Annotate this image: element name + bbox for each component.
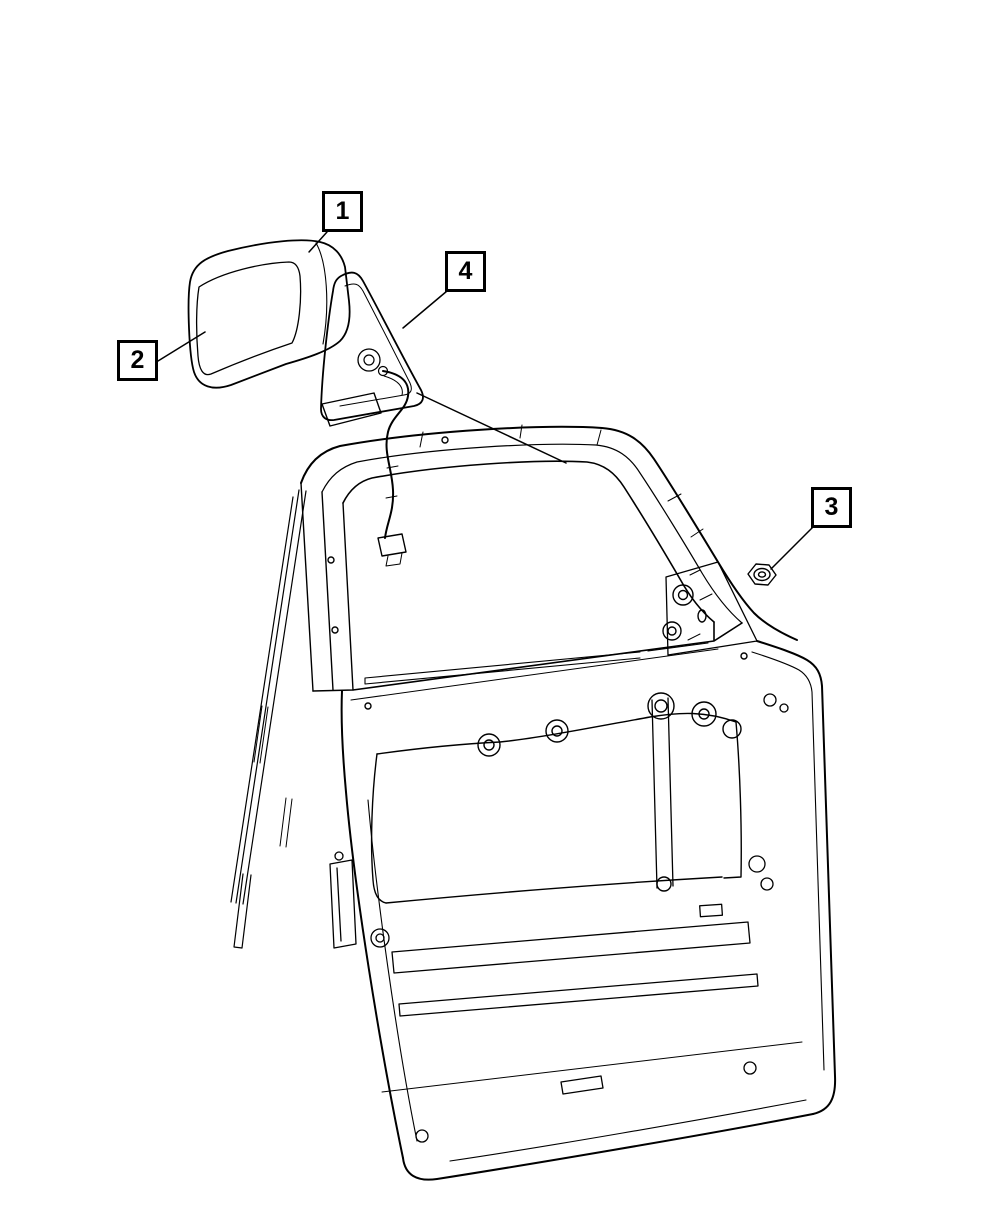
callout-label-4: 4 <box>458 257 473 285</box>
door-right-edge <box>756 640 837 1115</box>
callout-box-4[interactable]: 4 <box>445 251 486 292</box>
mirror-base-plate <box>321 392 382 427</box>
carrier-top-edge <box>376 712 737 755</box>
callout-label-1: 1 <box>335 197 350 225</box>
bottom-hole-left <box>415 1129 429 1143</box>
wiring-clip-plate <box>699 903 724 918</box>
carrier-grommet-1 <box>477 733 501 757</box>
mirror-glass <box>195 261 302 376</box>
bottom-hole-right <box>743 1061 757 1075</box>
door-bottom-inner-line <box>449 1099 807 1162</box>
carrier-grommet-1-center <box>483 739 495 751</box>
regulator-pulley-center <box>654 699 668 713</box>
carrier-grommet-2-center <box>551 725 563 737</box>
regulator-motor-gear <box>722 719 742 739</box>
hinge-grommet-lower <box>662 621 682 641</box>
latch-hole-1 <box>748 855 766 873</box>
frame-rivet-1 <box>441 436 449 444</box>
access-plate <box>560 1075 604 1095</box>
mirror-pivot-center <box>363 354 375 366</box>
lock-rod-clip <box>779 703 789 713</box>
leader-callout-2 <box>157 331 206 362</box>
mirror-assembly <box>187 239 424 567</box>
hinge-grommet-upper <box>672 584 694 606</box>
mirror-housing <box>187 239 351 389</box>
impact-beam-upper <box>391 921 751 974</box>
belt-line-inner <box>350 648 719 701</box>
mirror-sail-bracket <box>320 271 424 422</box>
door-frame <box>230 424 837 1181</box>
carrier-right-edge <box>723 721 742 879</box>
callout-label-2: 2 <box>130 346 145 374</box>
drain-hole-left <box>370 928 390 948</box>
carrier-bottom-edge <box>385 876 723 904</box>
regulator-lower-roller <box>656 876 672 892</box>
hinge-grommet-upper-center <box>677 589 689 601</box>
nut-flange <box>753 567 771 582</box>
hinge-grommet-lower-center <box>667 626 677 636</box>
belt-molding-strip <box>364 642 709 685</box>
carrier-left-edge <box>370 753 387 904</box>
leader-callout-3 <box>770 526 814 570</box>
frame-left-edges <box>300 482 354 692</box>
mirror-wire-harness <box>382 370 410 539</box>
pillar-strip-tail <box>233 873 252 949</box>
frame-rivet-2 <box>327 556 335 564</box>
impact-beam-lower <box>398 973 759 1017</box>
frame-rivet-3 <box>331 626 339 634</box>
mirror-pivot <box>357 348 381 372</box>
frame-tick-marks <box>419 424 704 538</box>
mirror-housing-cap-line <box>315 242 328 345</box>
harness-connector-tail <box>385 552 403 567</box>
inner-panel-carrier <box>370 692 742 904</box>
leader-harness-pointer <box>416 392 567 464</box>
door-hardware <box>329 693 803 1143</box>
door-front-edge-inner <box>367 799 418 1142</box>
hinge-hatch-lines <box>687 569 713 641</box>
mirror-mounting-nut <box>747 563 777 586</box>
frame-rivet-5 <box>740 652 748 660</box>
leader-callout-1 <box>308 231 328 253</box>
pillar-strip-marks <box>253 705 293 848</box>
door-bottom-edge <box>402 1113 814 1181</box>
door-crease-line <box>381 1041 803 1093</box>
door-right-edge-inner <box>751 651 825 1071</box>
handle-bracket-screw <box>334 851 344 861</box>
belt-line <box>312 621 743 692</box>
mirror-wire-highlight <box>383 375 403 396</box>
lock-cylinder <box>763 693 777 707</box>
carrier-grommet-2 <box>545 719 569 743</box>
callout-box-2[interactable]: 2 <box>117 340 158 381</box>
pillar-strip-lines <box>230 489 307 905</box>
regulator-motor-center <box>698 708 710 720</box>
door-front-edge <box>340 690 404 1159</box>
harness-tape-marks <box>385 465 399 499</box>
regulator-motor <box>691 701 717 727</box>
drain-hole-left-center <box>375 933 385 943</box>
callout-box-3[interactable]: 3 <box>811 487 852 528</box>
callout-box-1[interactable]: 1 <box>322 191 363 232</box>
leader-callout-4 <box>402 290 448 329</box>
harness-connector <box>377 533 407 557</box>
regulator-rail <box>651 697 674 889</box>
latch-hole-2 <box>760 877 774 891</box>
mirror-sail-inner-line <box>339 283 412 407</box>
callout-label-3: 3 <box>824 493 839 521</box>
nut-hex-body <box>747 563 777 586</box>
handle-bracket <box>329 859 357 949</box>
callout-leaders <box>157 231 814 570</box>
nut-bore <box>757 571 767 578</box>
window-frame-mid <box>321 443 743 624</box>
regulator-pulley <box>647 692 675 720</box>
frame-rivet-4 <box>364 702 372 710</box>
window-frame-outer <box>300 425 798 641</box>
hinge-slot <box>697 609 707 623</box>
window-frame-inner <box>342 460 715 623</box>
